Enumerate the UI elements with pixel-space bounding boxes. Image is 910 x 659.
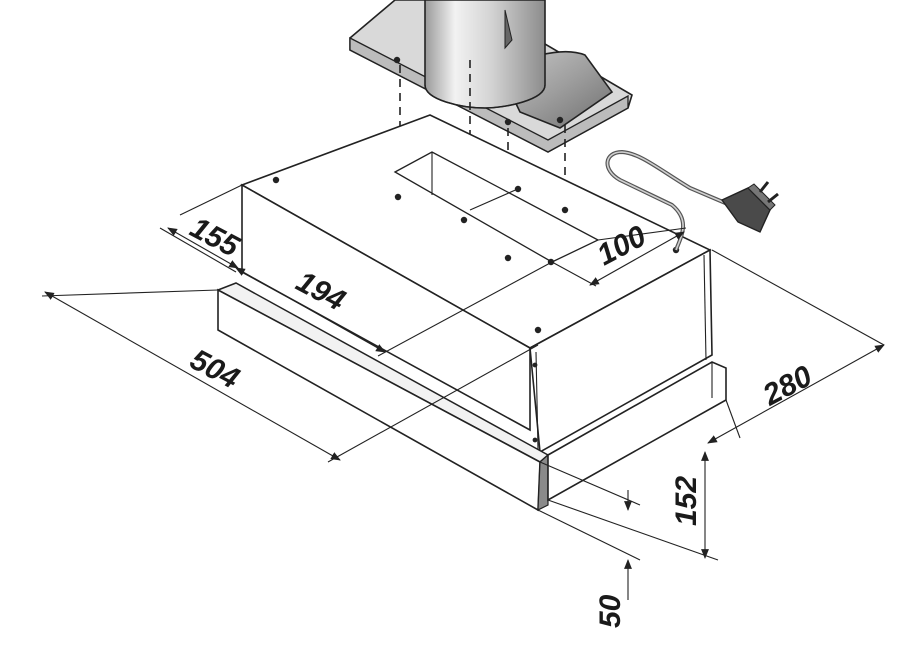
hood-screw-hole [394, 193, 402, 201]
power-cord [605, 149, 779, 251]
flap-hinge [504, 9, 513, 50]
hood-screw-hole [514, 185, 522, 193]
plug-icon [720, 181, 779, 233]
mounting-plate-assembly [349, 0, 633, 153]
hood-screw-hole [272, 176, 280, 184]
dimension-lines [41, 184, 885, 600]
mounting-plate-rim [349, 36, 629, 153]
round-duct-collar [424, 0, 546, 109]
dimension-label-280: 280 [757, 359, 818, 412]
plate-screw-hole [556, 116, 564, 124]
hood-screw-hole [561, 206, 569, 214]
dimension-label-50: 50 [594, 594, 627, 628]
hood-screw-hole [460, 216, 468, 224]
dimension-label-504: 504 [185, 343, 245, 396]
hood-screw-hole [534, 326, 542, 334]
plate-screw-hole [504, 118, 512, 126]
hood-left-face [241, 183, 531, 432]
front-panel-end [537, 453, 549, 511]
hood-screw-hole [504, 254, 512, 262]
dimension-label-152: 152 [670, 476, 703, 526]
dimension-label-155: 155 [185, 211, 246, 264]
hood-body [216, 114, 727, 512]
hood-screw-hole [532, 437, 538, 443]
hood-screw-hole [532, 362, 538, 368]
duct-collar-bottom-edge [424, 84, 546, 109]
plate-screw-hole [393, 56, 401, 64]
